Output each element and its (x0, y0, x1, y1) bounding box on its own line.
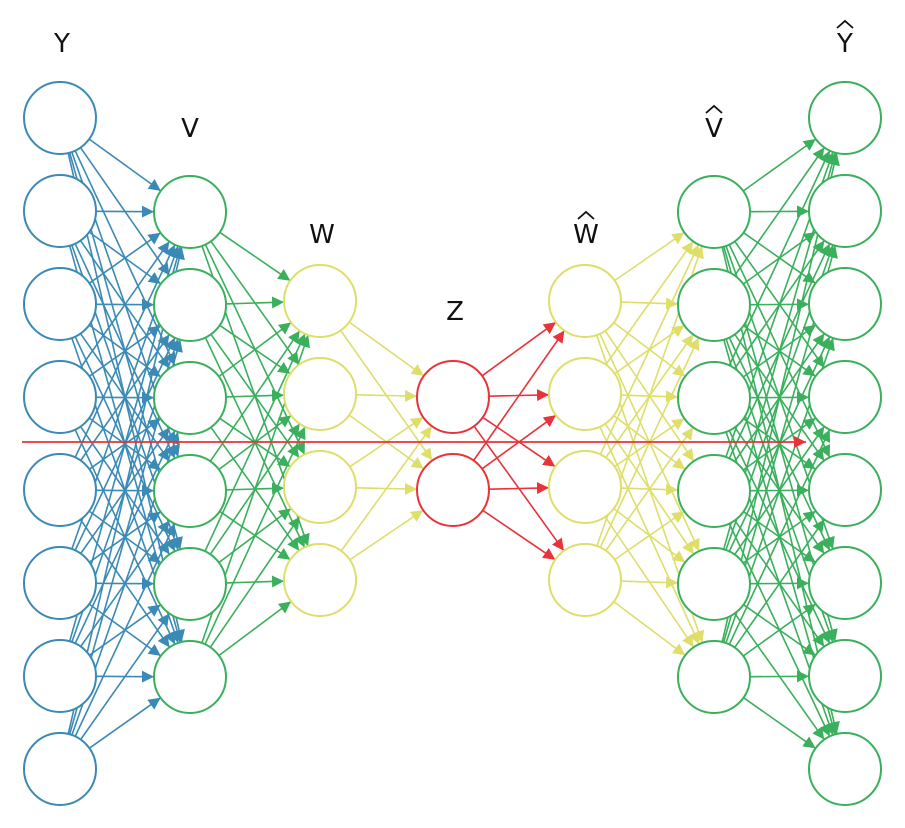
edge-z-0-to-w_hat-0 (481, 321, 557, 377)
node-z-1 (416, 453, 490, 527)
node-w_hat-1 (548, 357, 622, 431)
edge-v_hat-2-to-y_hat-0 (728, 150, 831, 366)
edge-w_hat-3-to-v_hat-5 (613, 600, 686, 657)
edge-w_hat-3-to-v_hat-2 (605, 426, 694, 552)
edge-y-7-to-v-4 (80, 613, 170, 740)
edge-v_hat-1-to-y_hat-0 (734, 147, 825, 276)
node-v-4 (153, 547, 227, 621)
node-v_hat-2 (677, 361, 751, 435)
node-y_hat-3 (808, 360, 882, 434)
layer-label-v: V (181, 114, 199, 144)
edge-v-5-to-w-1 (204, 426, 306, 645)
node-v-2 (153, 361, 227, 435)
hat-accent-v_hat (705, 104, 723, 114)
edge-w_hat-3-to-v_hat-4 (620, 576, 679, 589)
node-w-1 (283, 357, 357, 431)
node-v_hat-3 (677, 454, 751, 528)
edge-z-1-to-w_hat-3 (482, 509, 556, 561)
node-y-3 (23, 360, 97, 434)
edge-v_hat-0-to-y_hat-0 (742, 138, 817, 192)
node-v-1 (153, 268, 227, 342)
node-y_hat-4 (808, 453, 882, 527)
edge-y-4-to-v-0 (74, 244, 176, 458)
edge-w_hat-1-to-v_hat-0 (605, 240, 694, 366)
edge-w-0-to-z-0 (348, 321, 425, 377)
edge-v_hat-5-to-y_hat-3 (728, 429, 831, 645)
edge-y-3-to-v-0 (80, 241, 170, 368)
layer-label-w-hat: W (573, 220, 599, 250)
hat-accent-y_hat (836, 19, 854, 29)
node-v_hat-0 (677, 175, 751, 249)
hat-accent-w_hat (577, 210, 595, 220)
edge-w-3-to-z-1 (349, 509, 424, 561)
edge-v-2-to-w-0 (218, 321, 292, 378)
node-y-7 (23, 732, 97, 806)
edge-y-0-to-v-0 (88, 138, 162, 192)
hat-accents-group (577, 19, 854, 220)
edge-v-1-to-w-0 (225, 296, 285, 309)
node-v-0 (153, 175, 227, 249)
node-v_hat-5 (677, 640, 751, 714)
node-w_hat-2 (548, 450, 622, 524)
edge-w-1-to-z-0 (355, 389, 418, 402)
edge-z-1-to-w_hat-2 (488, 482, 550, 495)
node-w_hat-0 (548, 264, 622, 338)
layer-label-v-hat: V (705, 114, 723, 144)
node-v-3 (153, 454, 227, 528)
edge-w_hat-3-to-v_hat-3 (614, 510, 685, 561)
layer-label-w: W (309, 220, 335, 250)
node-y_hat-0 (808, 81, 882, 155)
node-y-4 (23, 453, 97, 527)
edge-v-5-to-w-3 (218, 600, 292, 657)
node-w-3 (283, 543, 357, 617)
edge-y-7-to-v-5 (88, 697, 162, 749)
layer-label-y-hat: Y (836, 29, 853, 59)
edge-v-5-to-w-2 (209, 516, 301, 648)
edge-w-3-to-z-0 (340, 425, 433, 552)
edge-v-3-to-w-0 (209, 330, 301, 462)
node-y-2 (23, 267, 97, 341)
edge-y-7-to-v-3 (74, 523, 176, 737)
node-y_hat-5 (808, 546, 882, 620)
node-w-2 (283, 450, 357, 524)
node-y_hat-1 (808, 174, 882, 248)
node-y_hat-6 (808, 639, 882, 713)
node-v_hat-4 (677, 547, 751, 621)
node-v-5 (153, 640, 227, 714)
edge-v_hat-5-to-y_hat-7 (743, 697, 816, 749)
node-y_hat-2 (808, 267, 882, 341)
node-z-0 (416, 360, 490, 434)
node-w-0 (283, 264, 357, 338)
edge-z-1-to-w_hat-0 (472, 330, 566, 461)
node-w_hat-3 (548, 543, 622, 617)
edge-w_hat-0-to-v_hat-0 (614, 231, 685, 282)
labels-group: Y V W Z W V Y (53, 29, 853, 327)
layer-label-z: Z (446, 297, 464, 327)
edge-v_hat-5-to-y_hat-4 (734, 519, 825, 648)
node-y_hat-7 (808, 732, 882, 806)
node-y-0 (23, 81, 97, 155)
edge-w_hat-2-to-v_hat-0 (599, 244, 700, 455)
node-y-6 (23, 639, 97, 713)
nodes-group (23, 81, 882, 806)
edge-y-2-to-v-0 (88, 232, 162, 284)
node-y-5 (23, 546, 97, 620)
layer-label-y: Y (53, 29, 70, 59)
node-v_hat-1 (677, 268, 751, 342)
node-y-1 (23, 174, 97, 248)
edge-v-0-to-w-0 (219, 231, 291, 282)
edge-v_hat-5-to-y_hat-5 (742, 603, 817, 657)
